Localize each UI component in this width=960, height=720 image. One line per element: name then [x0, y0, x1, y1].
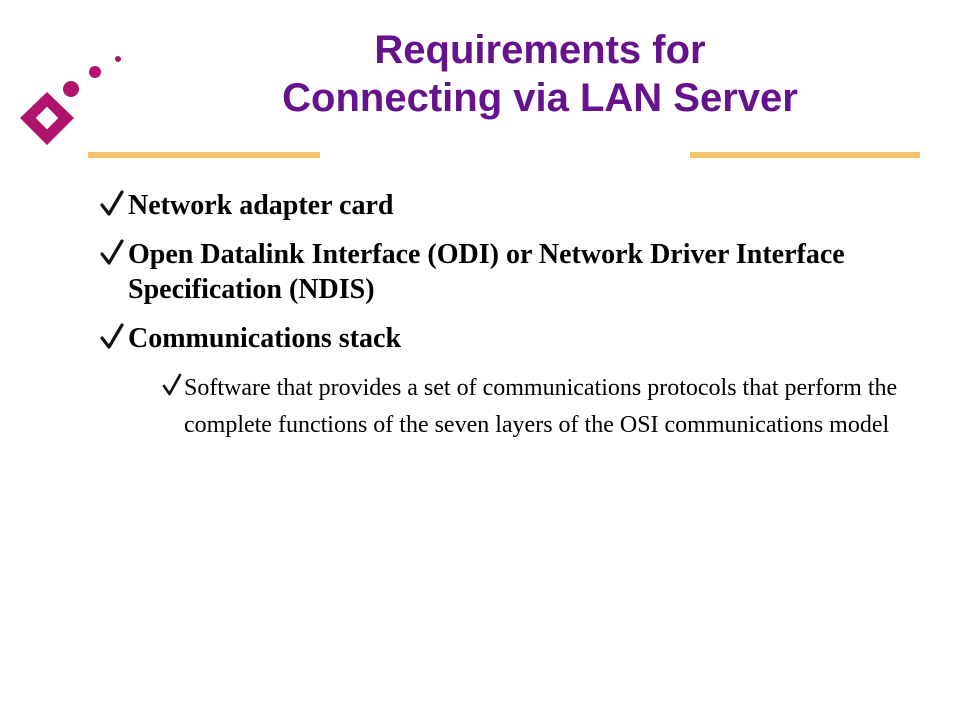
bullet-item: Communications stack	[100, 321, 930, 356]
title-rule-right	[690, 152, 920, 158]
sub-bullet-text: Software that provides a set of communic…	[184, 375, 898, 438]
bullet-text: Network adapter card	[128, 190, 394, 221]
bullet-text: Open Datalink Interface (ODI) or Network…	[128, 239, 845, 305]
bullet-text: Communications stack	[128, 323, 402, 354]
bullet-item: Open Datalink Interface (ODI) or Network…	[100, 237, 930, 307]
diamond-dots-logo-icon	[20, 56, 121, 145]
title-line-2: Connecting via LAN Server	[282, 76, 798, 120]
slide-title: Requirements for Connecting via LAN Serv…	[170, 26, 910, 122]
sub-bullet-item: Software that provides a set of communic…	[162, 370, 944, 444]
checkmark-icon	[100, 323, 124, 349]
checkmark-icon	[162, 373, 182, 396]
title-rule-left	[88, 152, 320, 158]
bullet-item: Network adapter card	[100, 188, 930, 223]
checkmark-icon	[100, 239, 124, 265]
bullet-list: Network adapter card Open Datalink Inter…	[100, 188, 930, 444]
title-line-1: Requirements for	[374, 28, 706, 72]
checkmark-icon	[100, 190, 124, 216]
